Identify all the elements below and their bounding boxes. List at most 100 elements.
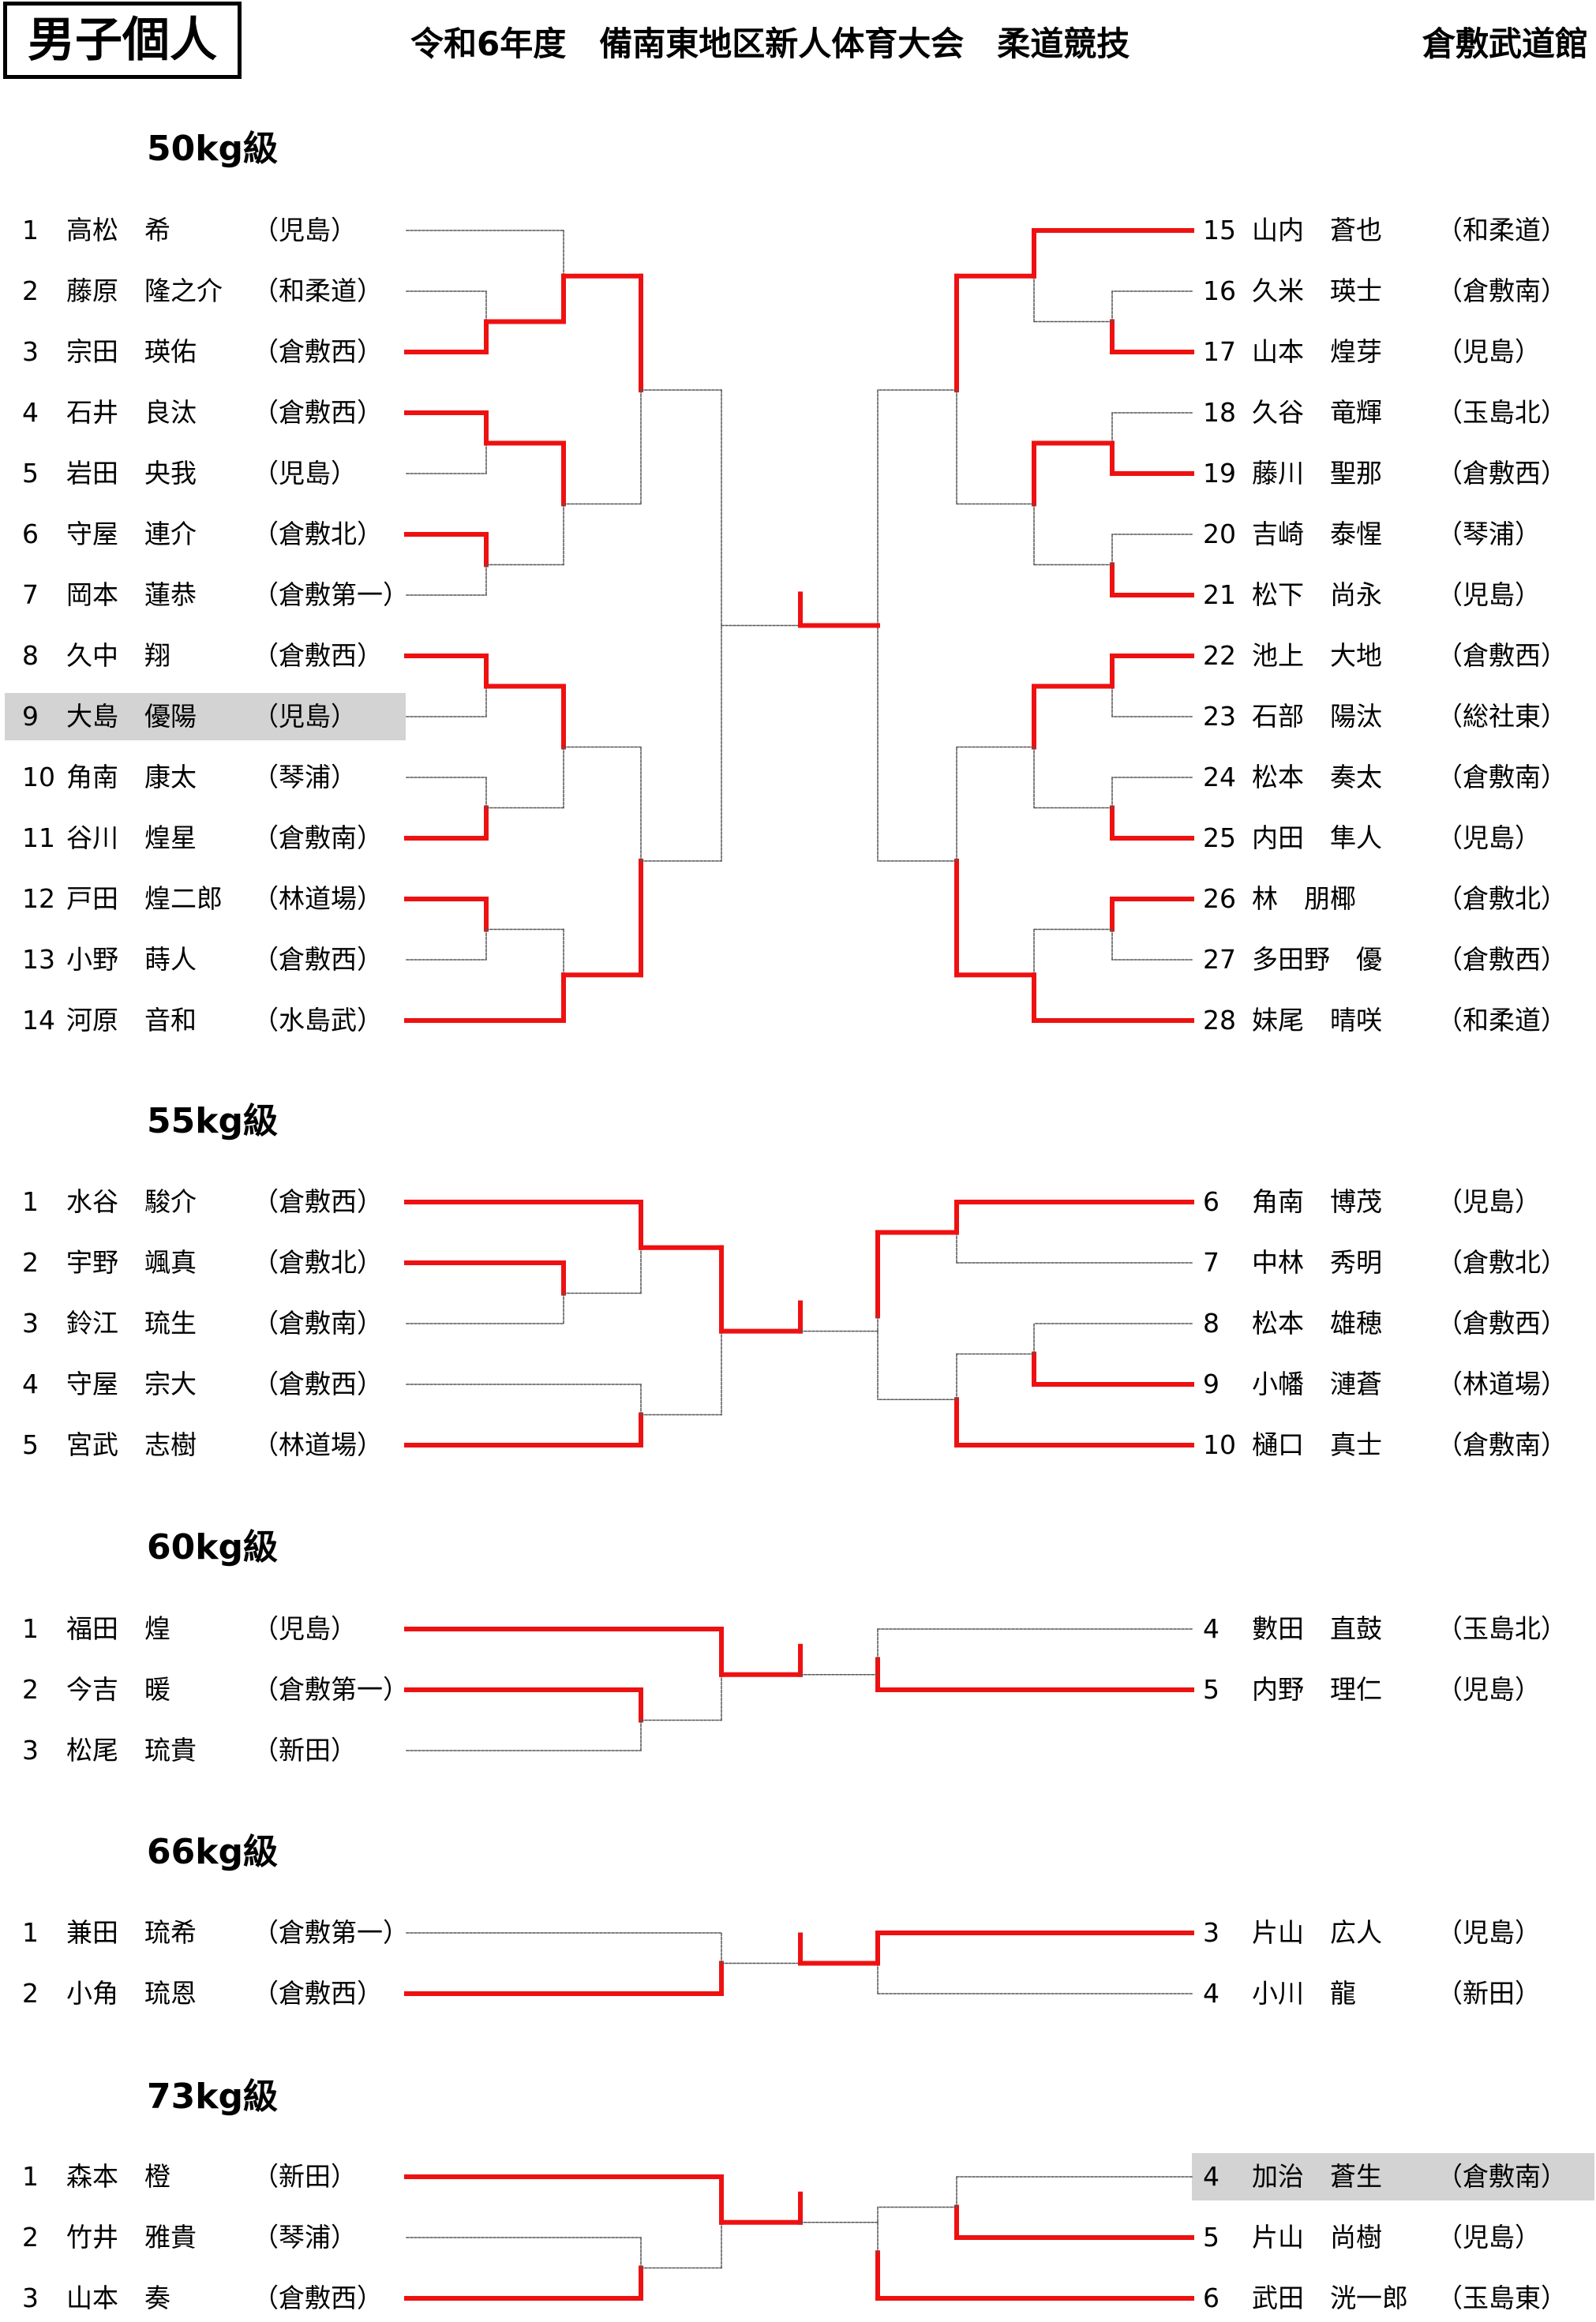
player-name: 内田 隼人 [1252,822,1382,853]
player-team: （児島） [253,701,357,732]
player-team: （林道場） [253,883,383,914]
player-name: 戸田 煌二郎 [66,883,223,914]
player-name: 谷川 煌星 [66,822,197,853]
player-name: 小角 琉恩 [66,1978,197,2009]
player-name: 水谷 駿介 [66,1186,197,1217]
player-team: （倉敷西） [1437,944,1567,975]
player-number: 2 [22,1978,39,2009]
player-number: 1 [22,215,39,245]
player-name: 河原 音和 [66,1005,197,1036]
player-number: 23 [1203,701,1236,732]
player-number: 2 [22,1674,39,1705]
player-name: 山本 奏 [66,2283,170,2313]
player-name: 石井 良汰 [66,397,197,428]
player-name: 小野 蒔人 [66,944,197,975]
player-team: （倉敷第一） [253,579,409,610]
player-name: 多田野 優 [1252,944,1382,975]
player-team: （児島） [1437,579,1541,610]
player-number: 17 [1203,336,1236,367]
player-team: （倉敷南） [253,822,383,853]
player-name: 宮武 志樹 [66,1429,197,1460]
player-name: 小幡 漣蒼 [1252,1369,1382,1399]
player-team: （児島） [1437,1917,1541,1948]
player-team: （琴浦） [253,2222,357,2253]
player-name: 高松 希 [66,215,170,245]
player-name: 加治 蒼生 [1252,2161,1382,2192]
player-number: 26 [1203,883,1236,914]
player-name: 久米 瑛士 [1252,275,1382,306]
player-team: （倉敷南） [1437,762,1567,792]
weight-class-title: 55kg級 [147,1101,278,1141]
player-number: 3 [1203,1917,1219,1948]
player-team: （倉敷南） [1437,2161,1567,2192]
player-number: 1 [22,1917,39,1948]
player-name: 今吉 暖 [66,1674,170,1705]
player-name: 片山 尚樹 [1252,2222,1382,2253]
player-team: （倉敷北） [253,1247,383,1278]
player-number: 9 [1203,1369,1219,1399]
player-number: 3 [22,1735,39,1766]
player-name: 藤川 聖那 [1252,458,1382,489]
player-name: 内野 理仁 [1252,1674,1382,1705]
player-team: （和柔道） [1437,215,1567,245]
player-name: 角南 博茂 [1252,1186,1382,1217]
tournament-title: 令和6年度 備南東地区新人体育大会 柔道競技 [410,24,1130,63]
player-name: 吉崎 泰惺 [1252,519,1382,549]
player-number: 25 [1203,822,1236,853]
player-number: 6 [1203,1186,1219,1217]
player-number: 1 [22,2161,39,2192]
player-number: 16 [1203,275,1236,306]
player-number: 28 [1203,1005,1236,1036]
player-name: 中林 秀明 [1252,1247,1382,1278]
player-name: 角南 康太 [66,762,197,792]
player-number: 4 [1203,1978,1219,2009]
weight-class-title: 60kg級 [147,1527,278,1567]
player-team: （倉敷南） [253,1308,383,1339]
player-team: （倉敷西） [253,336,383,367]
player-number: 10 [1203,1429,1236,1460]
category-label: 男子個人 [3,2,242,79]
player-team: （倉敷北） [253,519,383,549]
venue-label: 倉敷武道館 [1422,24,1588,63]
player-number: 13 [22,944,55,975]
player-number: 2 [22,1247,39,1278]
player-team: （倉敷西） [253,1369,383,1399]
player-number: 4 [22,397,39,428]
player-number: 3 [22,336,39,367]
player-name: 鈴江 琉生 [66,1308,197,1339]
player-name: 守屋 宗大 [66,1369,197,1399]
player-team: （児島） [253,1613,357,1644]
player-team: （倉敷北） [1437,1247,1567,1278]
player-name: 小川 龍 [1252,1978,1356,2009]
player-team: （倉敷南） [1437,275,1567,306]
player-team: （水島武） [253,1005,383,1036]
